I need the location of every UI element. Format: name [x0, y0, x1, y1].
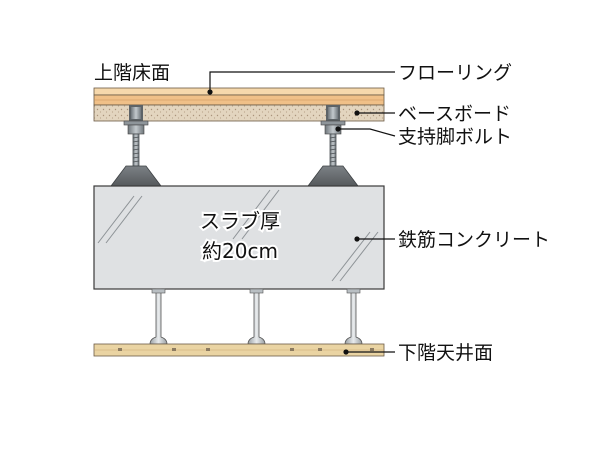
ceiling-hanger-right: [344, 288, 363, 345]
ceiling-hanger-center: [247, 288, 266, 345]
support-bolt-right: [307, 105, 359, 187]
ceiling-hanger-left: [149, 288, 168, 345]
slab-title-halo: スラブ厚: [200, 209, 280, 233]
slab-thickness-halo: 約20cm: [202, 239, 278, 263]
flooring-layer: [93, 87, 385, 106]
upper-floor-label: 上階床面: [94, 62, 170, 84]
leader-dots: [207, 89, 360, 355]
slab-thickness-label: 約20cm: [202, 239, 278, 263]
ceiling-board: [93, 343, 385, 357]
slab-title-label: スラブ厚: [200, 209, 280, 233]
leader-lines: [209, 71, 396, 353]
flooring-label: フローリング: [398, 62, 512, 84]
support-bolt-label: 支持脚ボルト: [398, 126, 512, 148]
base-board-label: ベースボード: [398, 103, 511, 125]
concrete-label: 鉄筋コンクリート: [398, 229, 550, 251]
concrete-slab: [93, 185, 385, 290]
lower-ceiling-label: 下階天井面: [398, 342, 493, 364]
